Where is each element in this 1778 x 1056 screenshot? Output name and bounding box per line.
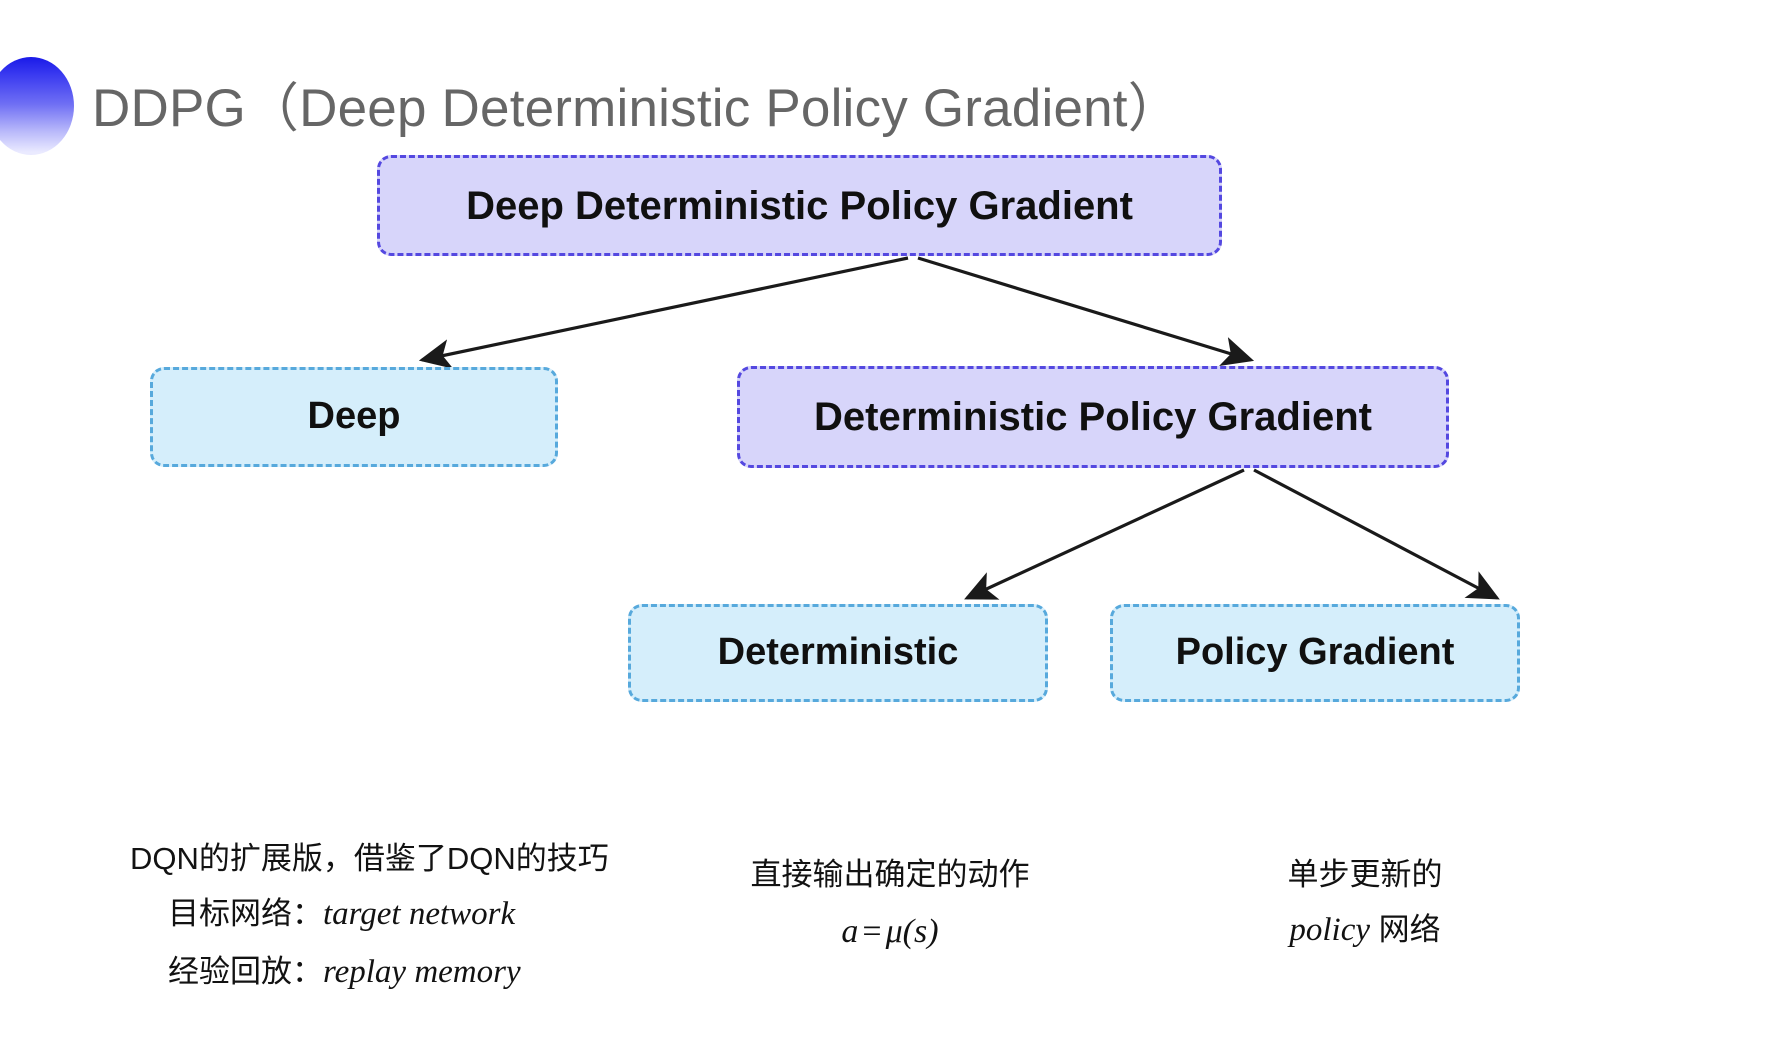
node-deep[interactable]: Deep bbox=[150, 367, 558, 467]
node-label: Policy Gradient bbox=[1175, 631, 1455, 674]
node-label: Deep bbox=[307, 395, 401, 438]
edge-dpg-to-policy-gradient bbox=[1253, 468, 1500, 600]
node-deep-deterministic-policy-gradient[interactable]: Deep Deterministic Policy Gradient bbox=[377, 155, 1222, 256]
caption-deep-line1: DQN的扩展版，借鉴了DQN的技巧 bbox=[130, 841, 609, 876]
caption-policy-gradient-rest: 网络 bbox=[1370, 912, 1441, 948]
formula-operator: = bbox=[862, 913, 882, 951]
node-policy-gradient[interactable]: Policy Gradient bbox=[1110, 604, 1520, 702]
caption-policy-gradient-line1: 单步更新的 bbox=[1287, 857, 1443, 892]
node-label: Deterministic Policy Gradient bbox=[814, 395, 1372, 439]
caption-deep-line2-label: 目标网络： bbox=[168, 896, 323, 932]
caption-deep-line2-term: target network bbox=[323, 896, 516, 933]
node-label: Deep Deterministic Policy Gradient bbox=[466, 183, 1133, 228]
caption-deep-line3-label: 经验回放： bbox=[168, 954, 323, 989]
node-deterministic-policy-gradient[interactable]: Deterministic Policy Gradient bbox=[737, 366, 1449, 468]
page-title: DDPG（Deep Deterministic Policy Gradient） bbox=[92, 79, 1181, 138]
node-label: Deterministic bbox=[717, 631, 959, 674]
caption-deterministic-line1: 直接输出确定的动作 bbox=[750, 857, 1030, 892]
caption-deterministic-formula: a=μ(s) bbox=[740, 902, 1040, 962]
formula-rhs: μ(s) bbox=[885, 913, 939, 951]
caption-deep-line3-term: replay memory bbox=[323, 954, 521, 990]
edge-root-to-deep bbox=[418, 256, 909, 369]
node-deterministic[interactable]: Deterministic bbox=[628, 604, 1048, 702]
edge-dpg-to-deterministic bbox=[964, 468, 1245, 600]
caption-deep-line2: 目标网络：target network bbox=[130, 886, 609, 944]
edge-root-to-dpg bbox=[917, 256, 1255, 366]
formula-lhs: a bbox=[841, 913, 859, 951]
caption-deep-line3: 经验回放：replay memory bbox=[130, 944, 609, 1002]
caption-policy-gradient-line2: policy 网络 bbox=[1215, 902, 1515, 960]
caption-deep: DQN的扩展版，借鉴了DQN的技巧 目标网络：target network 经验… bbox=[130, 832, 609, 1002]
caption-policy-gradient: 单步更新的 policy 网络 bbox=[1215, 848, 1515, 960]
caption-policy-gradient-term: policy bbox=[1289, 912, 1370, 949]
half-ellipse-gradient-icon bbox=[0, 57, 74, 155]
caption-deterministic: 直接输出确定的动作 a=μ(s) bbox=[740, 848, 1040, 962]
